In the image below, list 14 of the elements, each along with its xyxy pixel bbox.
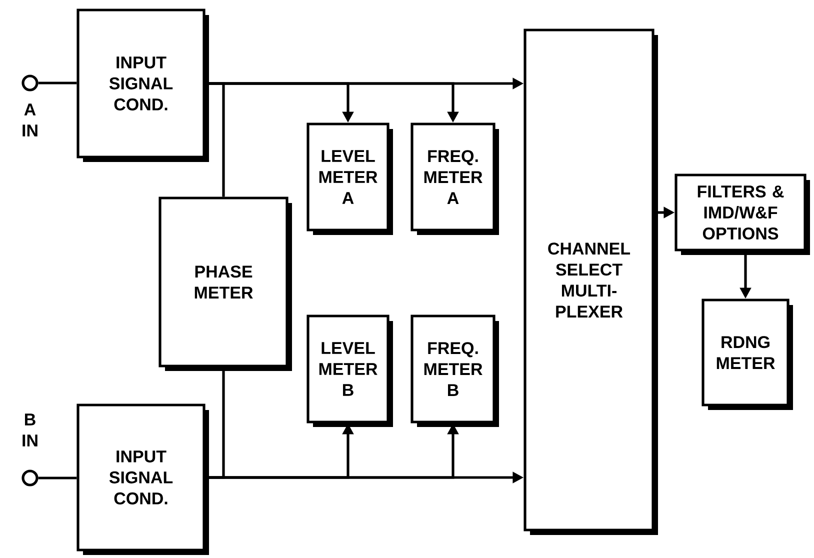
process-box: PHASE METER [158, 196, 292, 371]
process-box: INPUT SIGNAL COND. [76, 8, 209, 162]
process-box: LEVEL METER A [306, 122, 393, 235]
process-box: CHANNEL SELECT MULTI- PLEXER [524, 28, 658, 535]
input-terminal [22, 470, 38, 486]
terminal-label: B IN [22, 414, 38, 446]
input-terminal [22, 74, 38, 92]
process-box: FREQ. METER B [410, 314, 499, 427]
process-box: FILTERS & IMD/W&F OPTIONS [674, 174, 810, 255]
process-box: LEVEL METER B [306, 314, 393, 427]
process-box: INPUT SIGNAL COND. [76, 404, 209, 555]
process-box: FREQ. METER A [410, 122, 499, 235]
terminal-label: A IN [22, 104, 38, 136]
process-box: RDNG METER [702, 298, 793, 410]
